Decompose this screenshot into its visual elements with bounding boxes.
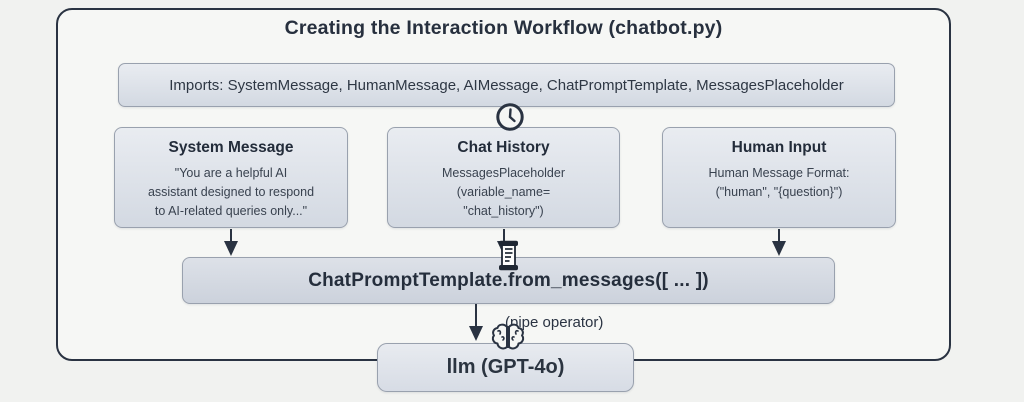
arrow-stem: [777, 229, 781, 241]
imports-box: Imports: SystemMessage, HumanMessage, AI…: [118, 63, 895, 107]
llm-text: llm (GPT-4o): [446, 356, 565, 378]
down-arrow-to-llm: [469, 304, 483, 341]
clock-icon: [496, 103, 524, 131]
llm-box: llm (GPT-4o): [377, 343, 634, 392]
arrow-stem: [502, 229, 506, 241]
chatprompttemplate-text: ChatPromptTemplate.from_messages([ ... ]…: [308, 269, 709, 291]
arrow-head: [224, 241, 238, 256]
arrow-stem: [474, 304, 478, 326]
system-message-box: System Message "You are a helpful AI ass…: [114, 127, 348, 228]
system-message-body: "You are a helpful AI assistant designed…: [147, 166, 315, 218]
diagram-title: Creating the Interaction Workflow (chatb…: [284, 17, 723, 39]
chat-history-box: Chat History MessagesPlaceholder (variab…: [387, 127, 620, 228]
system-message-title: System Message: [168, 139, 294, 156]
brain-icon: [491, 323, 525, 350]
scroll-icon: [499, 240, 518, 271]
chat-history-body: MessagesPlaceholder (variable_name= "cha…: [442, 166, 565, 218]
arrow-head: [772, 241, 786, 256]
arrow-stem: [229, 229, 233, 241]
down-arrow-system: [224, 229, 238, 256]
down-arrow-human: [772, 229, 786, 256]
chat-history-title: Chat History: [457, 139, 550, 156]
pipe-operator-label: (pipe operator): [505, 314, 604, 331]
imports-text: Imports: SystemMessage, HumanMessage, AI…: [169, 76, 844, 94]
human-input-body: Human Message Format: ("human", "{questi…: [708, 166, 850, 199]
arrow-head: [469, 326, 483, 341]
human-input-title: Human Input: [731, 139, 827, 156]
human-input-box: Human Input Human Message Format: ("huma…: [662, 127, 896, 228]
